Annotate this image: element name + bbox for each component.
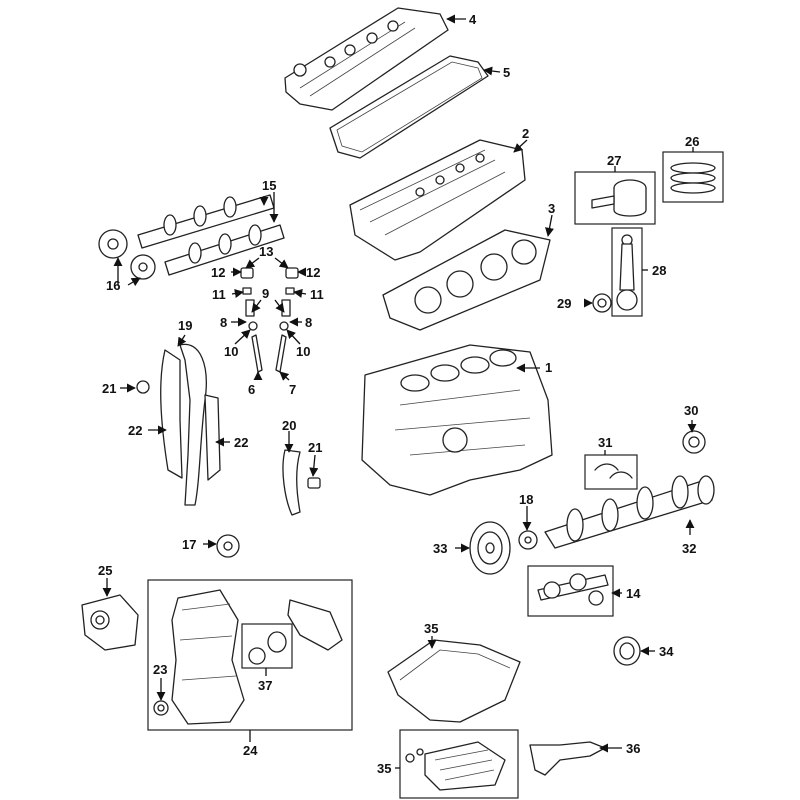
rod-bearing[interactable] — [592, 293, 612, 313]
piston-rings[interactable] — [662, 151, 724, 203]
cam-sprockets[interactable] — [98, 229, 156, 280]
callout-34: 34 — [659, 644, 674, 659]
head-gasket[interactable] — [382, 229, 551, 331]
callout-3: 3 — [548, 201, 555, 216]
leader-lines — [102, 14, 697, 769]
callout-9: 9 — [262, 286, 269, 301]
callout-19: 19 — [178, 318, 192, 333]
callout-15: 15 — [262, 178, 276, 193]
callout-14: 14 — [626, 586, 641, 601]
callout-18: 18 — [519, 492, 533, 507]
callout-13: 13 — [259, 244, 273, 259]
callout-12-left: 12 — [211, 265, 225, 280]
callout-7: 7 — [289, 382, 296, 397]
callout-22-left: 22 — [128, 423, 142, 438]
callout-28: 28 — [652, 263, 666, 278]
callout-30: 30 — [684, 403, 698, 418]
callout-1: 1 — [545, 360, 552, 375]
callout-33: 33 — [433, 541, 447, 556]
callout-4: 4 — [469, 12, 477, 27]
oil-pump-chain[interactable] — [282, 449, 321, 516]
callout-2: 2 — [522, 126, 529, 141]
timing-chain-and-guides[interactable] — [136, 343, 221, 506]
callout-23: 23 — [153, 662, 167, 677]
rear-main-seal[interactable] — [613, 636, 641, 666]
callout-37: 37 — [258, 678, 272, 693]
main-bearings[interactable] — [584, 454, 638, 490]
callout-24: 24 — [243, 743, 258, 758]
callout-26: 26 — [685, 134, 699, 149]
callout-22-right: 22 — [234, 435, 248, 450]
balance-shaft-assembly[interactable] — [527, 565, 614, 617]
crank-sprocket-small[interactable] — [216, 534, 240, 558]
callout-11-right: 11 — [310, 287, 324, 302]
valve-cover[interactable] — [284, 7, 449, 111]
front-seal-set[interactable] — [241, 623, 293, 669]
callout-10-left: 10 — [224, 344, 238, 359]
callout-32: 32 — [682, 541, 696, 556]
callout-10-right: 10 — [296, 344, 310, 359]
callout-8-right: 8 — [305, 315, 312, 330]
callout-31: 31 — [598, 435, 612, 450]
callout-16: 16 — [106, 278, 120, 293]
engine-block[interactable] — [361, 344, 553, 496]
callout-21-right: 21 — [308, 440, 322, 455]
callout-36: 36 — [626, 741, 640, 756]
callout-21-left: 21 — [102, 381, 116, 396]
callout-5: 5 — [503, 65, 510, 80]
water-pump[interactable] — [81, 594, 139, 651]
oil-pan-lower[interactable] — [399, 729, 519, 799]
callout-17: 17 — [182, 537, 196, 552]
callout-8-left: 8 — [220, 315, 227, 330]
connecting-rod[interactable] — [611, 227, 643, 317]
valve-cover-gasket[interactable] — [329, 55, 489, 159]
callout-11-left: 11 — [212, 287, 226, 302]
small-seal[interactable] — [153, 700, 169, 716]
oil-pan-upper[interactable] — [387, 639, 521, 723]
callout-25: 25 — [98, 563, 112, 578]
cylinder-head[interactable] — [349, 139, 526, 261]
callout-35-lower: 35 — [377, 761, 391, 776]
crank-gear[interactable] — [518, 530, 538, 550]
crankshaft[interactable] — [544, 475, 715, 549]
callout-6: 6 — [248, 382, 255, 397]
oil-strainer[interactable] — [529, 741, 606, 776]
camshafts[interactable] — [137, 194, 285, 276]
callout-labels: 4 5 2 3 1 15 16 13 12 12 12 12 12 12 12 … — [106, 12, 555, 375]
callout-35-upper: 35 — [424, 621, 438, 636]
crank-pulley[interactable] — [469, 521, 511, 575]
callout-20: 20 — [282, 418, 296, 433]
callout-12-right: 12 — [306, 265, 320, 280]
callout-29: 29 — [557, 296, 571, 311]
callout-27: 27 — [607, 153, 621, 168]
